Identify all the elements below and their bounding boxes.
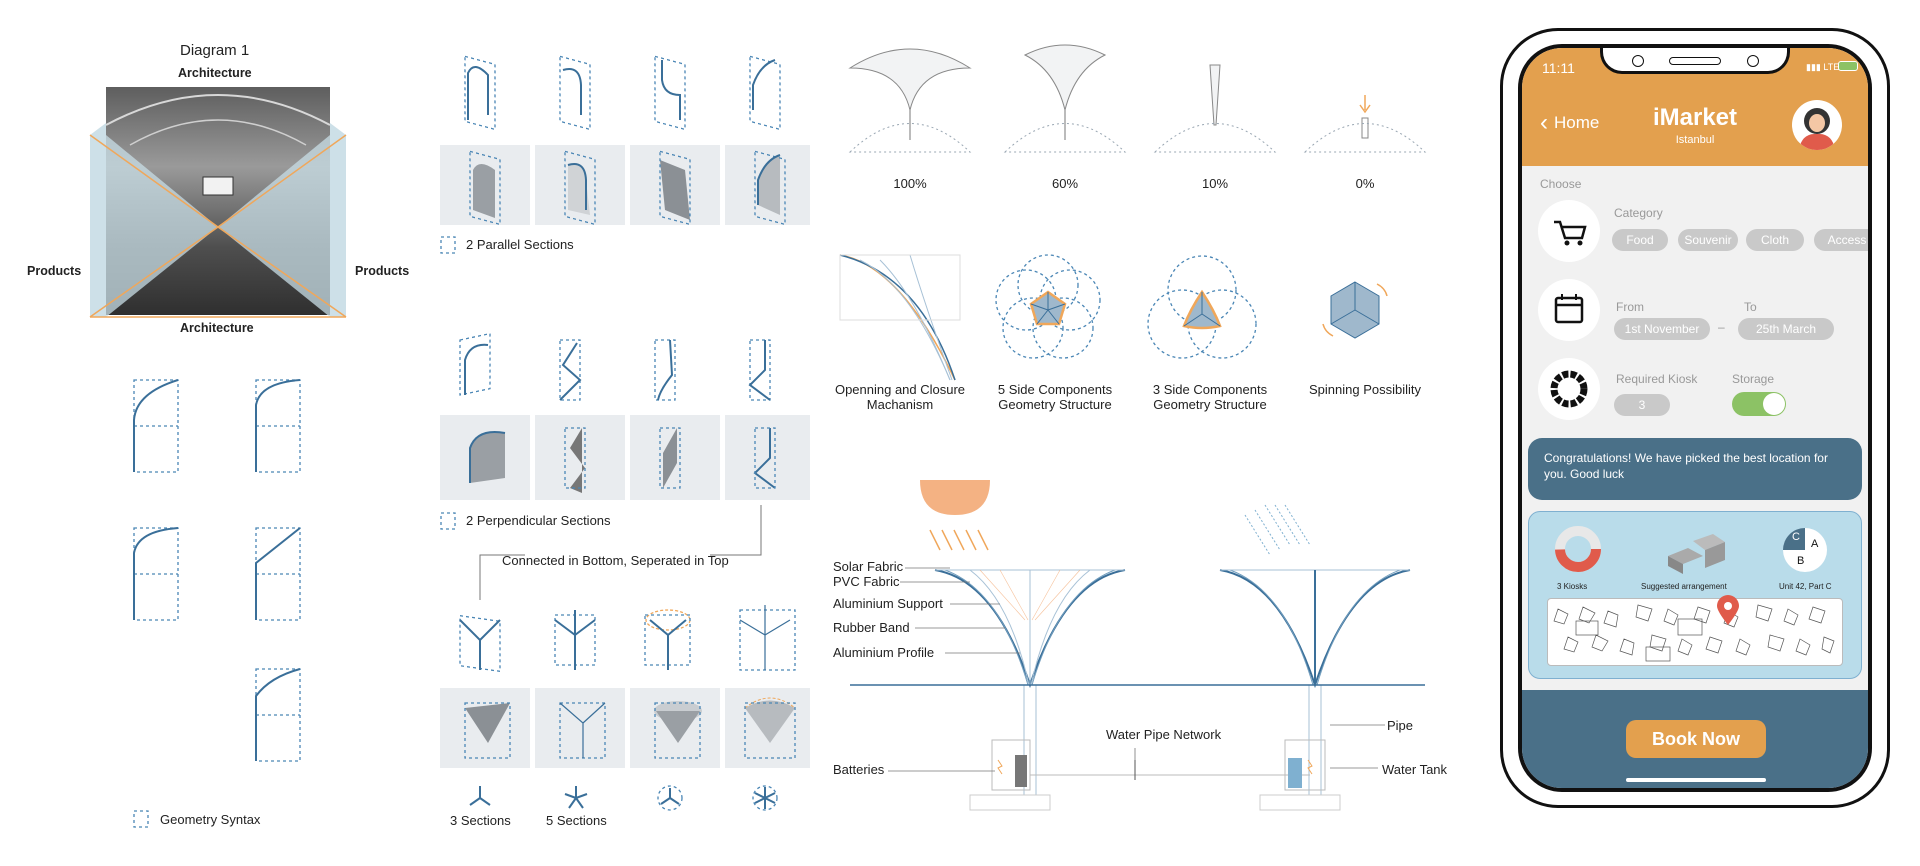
unit-pie-icon	[1783, 528, 1827, 572]
storage-toggle[interactable]	[1732, 392, 1786, 416]
structure-label-three-side: 3 Side Components Geometry Structure	[1152, 382, 1268, 412]
products-left-label: Products	[27, 264, 82, 278]
category-souvenir[interactable]: Souvenir	[1678, 229, 1738, 251]
avatar-face	[1809, 114, 1825, 132]
label-pipe: Pipe	[1387, 718, 1414, 733]
status-time: 11:11	[1542, 60, 1575, 76]
architecture-bottom-label: Architecture	[180, 321, 254, 335]
summary-card: C A B 3 Kiosks Suggested arrangement Uni…	[1528, 511, 1862, 679]
kiosk-donut-icon	[1555, 526, 1601, 572]
storage-label: Storage	[1732, 372, 1775, 386]
notch-speaker	[1669, 57, 1721, 65]
avatar-body	[1800, 134, 1834, 150]
perpendicular-sections-legend-icon	[440, 512, 456, 530]
category-label: Category	[1614, 206, 1663, 220]
kiosk-ring-icon	[1538, 358, 1600, 420]
parallel-sections-legend-icon	[440, 236, 456, 254]
location-pin-icon	[1717, 595, 1739, 625]
connector-lines	[479, 505, 762, 600]
message-text: Congratulations! We have picked the best…	[1544, 451, 1828, 481]
kiosk-count-field[interactable]: 3	[1614, 394, 1670, 416]
to-date-field[interactable]: 25th March	[1738, 318, 1834, 340]
products-right-label: Products	[355, 264, 410, 278]
structure-label-five-side: 5 Side Components Geometry Structure	[997, 382, 1113, 412]
back-label: Home	[1554, 113, 1600, 132]
label-aluminium-support: Aluminium Support	[833, 596, 943, 611]
notch-camera-right	[1747, 55, 1759, 67]
notch-camera-left	[1632, 55, 1644, 67]
site-map[interactable]	[1547, 598, 1843, 666]
battery-icon	[1838, 61, 1858, 71]
five-sections-label: 5 Sections	[546, 813, 607, 828]
label-pvc-fabric: PVC Fabric	[833, 574, 900, 589]
category-cloth[interactable]: Cloth	[1746, 229, 1804, 251]
network-label: LTE	[1823, 62, 1840, 72]
unit-letter-c: C	[1792, 531, 1800, 543]
kiosk-section-diagram	[850, 480, 1425, 811]
unit-label: Unit 42, Part C	[1779, 582, 1832, 591]
back-button[interactable]: ‹ Home	[1540, 110, 1599, 136]
message-banner: Congratulations! We have picked the best…	[1528, 438, 1862, 500]
home-indicator	[1626, 778, 1766, 782]
label-water-tank: Water Tank	[1382, 762, 1448, 777]
avatar[interactable]	[1792, 100, 1842, 150]
opening-10-label: 10%	[1201, 176, 1229, 191]
label-aluminium-profile: Aluminium Profile	[833, 645, 935, 660]
site-map-pattern	[1553, 604, 1835, 662]
bazaar-photo-diagram	[89, 87, 347, 318]
kiosk-label: Required Kiosk	[1616, 372, 1698, 386]
date-dash: –	[1718, 320, 1725, 334]
opening-states-diagrams	[848, 44, 1427, 153]
phone-screen: 11:11 ▮▮▮ LTE ‹ Home iMarket Istanbul Ch…	[1518, 44, 1872, 792]
label-rubber-band: Rubber Band	[833, 620, 910, 635]
opening-0-label: 0%	[1355, 176, 1375, 191]
storage-toggle-knob	[1763, 393, 1785, 415]
structure-label-spinning: Spinning Possibility	[1308, 382, 1421, 397]
opening-100-label: 100%	[893, 176, 927, 191]
connected-label: Connected in Bottom, Seperated in Top	[502, 553, 729, 568]
chevron-left-icon: ‹	[1540, 109, 1548, 136]
from-date-field[interactable]: 1st November	[1614, 318, 1710, 340]
from-label: From	[1616, 300, 1644, 314]
app-title: iMarket	[1652, 104, 1738, 131]
signal-icon: ▮▮▮	[1806, 62, 1821, 72]
diagram-title: Diagram 1	[180, 42, 250, 59]
geometry-syntax-label: Geometry Syntax	[160, 812, 261, 827]
arrangement-icon	[1668, 534, 1725, 574]
kiosks-label: 3 Kiosks	[1557, 582, 1588, 591]
perpendicular-sections-label: 2 Perpendicular Sections	[466, 513, 611, 528]
cart-icon	[1538, 200, 1600, 262]
geometry-syntax-legend-icon	[133, 810, 149, 828]
structure-diagrams	[839, 254, 1388, 381]
structure-label-opening: Openning and Closure Machanism	[834, 382, 966, 412]
arrangement-label: Suggested arrangement	[1641, 582, 1727, 591]
label-solar-fabric: Solar Fabric	[833, 559, 904, 574]
book-now-button[interactable]: Book Now	[1626, 720, 1766, 758]
status-network: ▮▮▮ LTE	[1806, 62, 1839, 73]
parallel-sections-label: 2 Parallel Sections	[466, 237, 574, 252]
label-water-pipe-network: Water Pipe Network	[1106, 727, 1222, 742]
to-label: To	[1744, 300, 1757, 314]
branching-sections-diagrams	[440, 605, 810, 811]
three-sections-label: 3 Sections	[450, 813, 511, 828]
unit-letter-b: B	[1797, 555, 1805, 567]
unit-letter-a: A	[1811, 538, 1819, 550]
geometry-syntax-diagrams	[133, 379, 301, 762]
calendar-icon	[1538, 279, 1600, 341]
opening-60-label: 60%	[1051, 176, 1079, 191]
architecture-top-label: Architecture	[178, 66, 252, 80]
label-batteries: Batteries	[833, 762, 885, 777]
app-city: Istanbul	[1675, 134, 1715, 146]
category-access[interactable]: Access	[1814, 229, 1868, 251]
parallel-sections-diagrams	[440, 55, 810, 226]
perpendicular-sections-diagrams	[440, 332, 810, 500]
category-food[interactable]: Food	[1612, 229, 1668, 251]
choose-label: Choose	[1540, 177, 1582, 191]
